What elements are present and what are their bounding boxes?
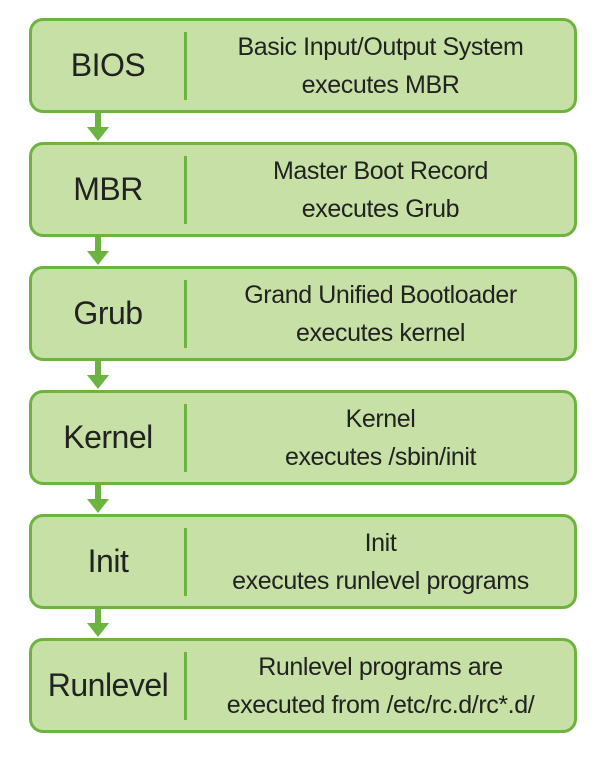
down-arrow-icon <box>87 609 109 639</box>
stage-divider <box>184 527 187 596</box>
stage-description-line-2: executes kernel <box>295 318 466 347</box>
stage-description-line-2: executes Grub <box>301 194 460 223</box>
stage-divider <box>184 279 187 348</box>
stage-name: Runlevel <box>47 667 169 703</box>
stage-description: Basic Input/Output System executes MBR <box>187 28 574 104</box>
stage-description-line-2: executes runlevel programs <box>232 566 529 595</box>
stage-box-grub: Grub Grand Unified Bootloader executes k… <box>29 266 577 361</box>
stage-divider <box>184 651 187 720</box>
stage-description: Runlevel programs are executed from /etc… <box>187 648 574 724</box>
stage-description-line-1: Kernel <box>345 404 416 433</box>
down-arrow-icon <box>87 113 109 143</box>
stage-description: Kernel executes /sbin/init <box>187 400 574 476</box>
stage-description-line-1: Grand Unified Bootloader <box>244 280 517 309</box>
down-arrow-icon <box>87 361 109 391</box>
stage-description-line-2: executes /sbin/init <box>284 442 477 471</box>
stage-divider <box>184 31 187 100</box>
stage-description: Init executes runlevel programs <box>187 524 574 600</box>
stage-description: Grand Unified Bootloader executes kernel <box>187 276 574 352</box>
stage-divider <box>184 403 187 472</box>
stage-description-line-2: executes MBR <box>301 70 460 99</box>
down-arrow-icon <box>87 237 109 267</box>
stage-description-line-1: Master Boot Record <box>272 156 489 185</box>
stage-box-mbr: MBR Master Boot Record executes Grub <box>29 142 577 237</box>
stage-box-runlevel: Runlevel Runlevel programs are executed … <box>29 638 577 733</box>
stage-box-kernel: Kernel Kernel executes /sbin/init <box>29 390 577 485</box>
stage-description-line-1: Runlevel programs are <box>258 652 503 681</box>
stage-name: Grub <box>73 295 143 331</box>
stage-divider <box>184 155 187 224</box>
stage-box-bios: BIOS Basic Input/Output System executes … <box>29 18 577 113</box>
stage-description-line-1: Basic Input/Output System <box>237 32 524 61</box>
stage-name: MBR <box>73 171 143 207</box>
stage-description-line-2: executed from /etc/rc.d/rc*.d/ <box>226 690 535 719</box>
stage-description: Master Boot Record executes Grub <box>187 152 574 228</box>
stage-name: Init <box>87 543 129 579</box>
down-arrow-icon <box>87 485 109 515</box>
stage-description-line-1: Init <box>364 528 397 557</box>
stage-box-init: Init Init executes runlevel programs <box>29 514 577 609</box>
stage-name: BIOS <box>70 47 146 83</box>
stage-name: Kernel <box>63 419 153 455</box>
